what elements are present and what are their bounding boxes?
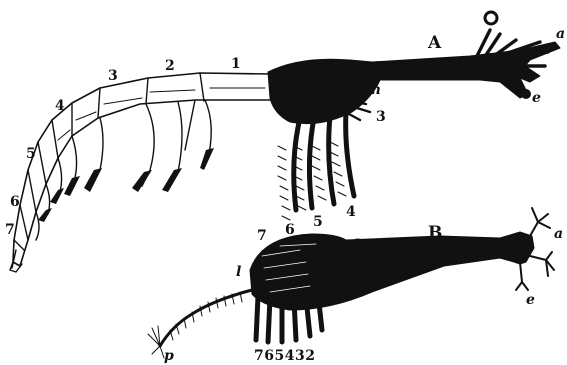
- panel-a-letter: A: [427, 33, 442, 53]
- panel-a-tail: [10, 250, 22, 272]
- panel-a-inner-folds: [58, 88, 265, 140]
- segment-number-4: 4: [55, 98, 65, 114]
- panel-b-label-p: p: [164, 348, 174, 364]
- segment-number-5: 5: [26, 146, 36, 162]
- panel-b-label-c: c: [352, 234, 361, 250]
- label-m: m: [366, 82, 381, 98]
- panel-b-tail: [160, 290, 252, 346]
- panel-b-label-a: a: [554, 226, 563, 242]
- panel-b-drawing: [148, 208, 554, 358]
- panel-b-appendage-numbers: 765432: [254, 348, 315, 364]
- panel-b-antennae: [530, 208, 554, 276]
- label-3: 3: [376, 109, 386, 125]
- panel-b-letter: B: [428, 223, 442, 243]
- segment-number-2: 2: [165, 58, 175, 74]
- panel-a-label-e: e: [532, 90, 541, 106]
- leg-number-6: 6: [285, 222, 295, 238]
- segment-number-3: 3: [108, 68, 118, 84]
- leg-number-5: 5: [313, 214, 323, 230]
- panel-a-thin-legs: [36, 100, 211, 240]
- panel-b-tail-setae: [148, 292, 242, 358]
- panel-a-abdomen-outline: [13, 73, 272, 266]
- segment-number-6: 6: [10, 194, 20, 210]
- leg-number-4: 4: [346, 204, 356, 220]
- panel-a-label-a: a: [556, 26, 565, 42]
- leg-number-7: 7: [257, 228, 267, 244]
- segment-number-1: 1: [231, 56, 241, 72]
- panel-b-label-l: l: [236, 264, 241, 280]
- panel-a-eye: [485, 12, 497, 24]
- panel-b-lower-antenna: [516, 262, 528, 290]
- panel-a-segment-lines: [14, 73, 204, 250]
- panel-b-label-e: e: [526, 292, 535, 308]
- segment-number-7: 7: [5, 222, 15, 238]
- panel-a-head: [268, 42, 560, 124]
